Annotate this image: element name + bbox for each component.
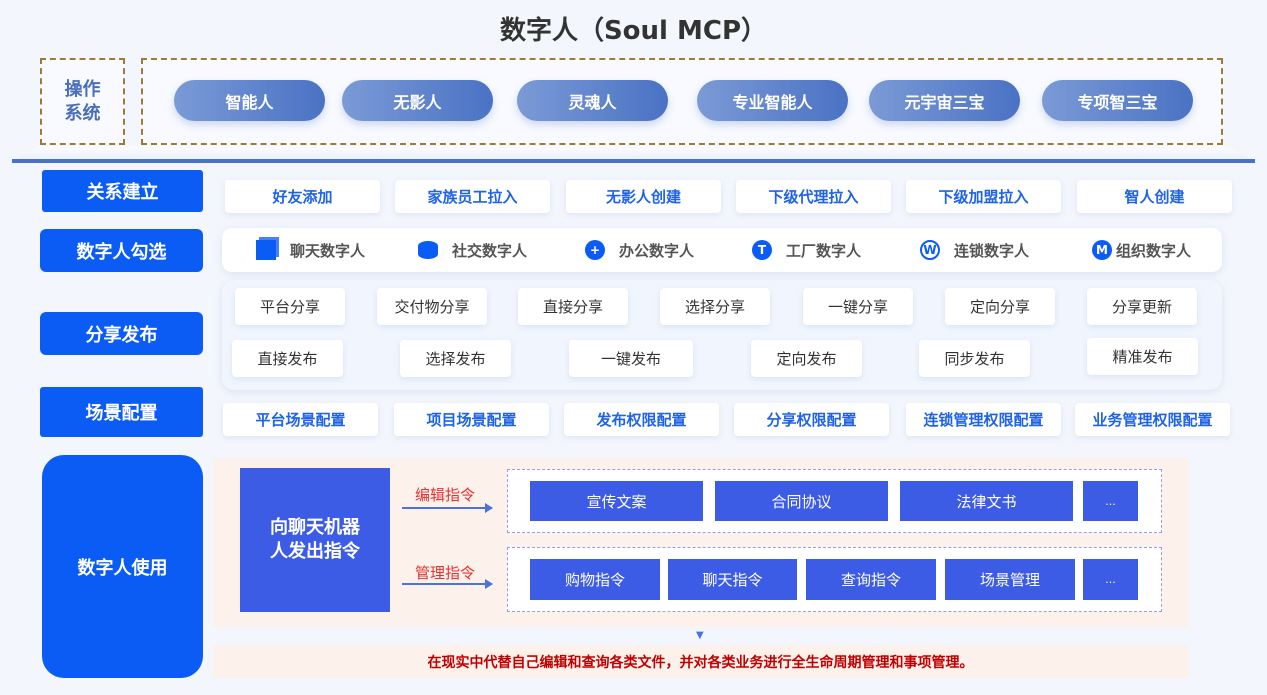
globe-icon: + <box>585 240 605 260</box>
scene-item[interactable]: 项目场景配置 <box>394 403 549 436</box>
manage-command-label: 管理指令 <box>415 564 476 582</box>
publish-item[interactable]: 选择发布 <box>400 340 511 377</box>
os-item[interactable]: 无影人 <box>342 80 493 121</box>
scene-item[interactable]: 分享权限配置 <box>734 403 889 436</box>
manage-command[interactable]: 场景管理 <box>945 559 1075 600</box>
select-item[interactable]: +办公数字人 <box>585 236 694 264</box>
relation-item[interactable]: 下级加盟拉入 <box>906 180 1061 213</box>
publish-item[interactable]: 精准发布 <box>1087 338 1198 375</box>
share-label: 分享发布 <box>40 312 203 355</box>
manage-command[interactable]: 聊天指令 <box>668 559 797 600</box>
cylinder-icon <box>418 241 438 259</box>
select-container <box>222 228 1222 272</box>
arrow-down-icon: ▼ <box>696 630 704 641</box>
edit-command-more[interactable]: ... <box>1083 481 1138 521</box>
platform-base <box>12 146 1255 162</box>
share-item[interactable]: 选择分享 <box>660 288 770 325</box>
manage-command[interactable]: 购物指令 <box>530 559 660 600</box>
arrow-right-icon <box>402 579 493 589</box>
cube-icon <box>256 240 276 260</box>
platform-line <box>12 159 1255 163</box>
os-item[interactable]: 专项智三宝 <box>1042 80 1193 121</box>
arrow-right-icon <box>402 503 493 513</box>
share-item[interactable]: 定向分享 <box>945 288 1055 325</box>
relation-item[interactable]: 下级代理拉入 <box>736 180 891 213</box>
select-item[interactable]: 社交数字人 <box>418 236 527 264</box>
edit-command[interactable]: 法律文书 <box>900 481 1073 521</box>
os-item[interactable]: 智能人 <box>174 80 325 121</box>
scene-label: 场景配置 <box>40 387 203 437</box>
share-item[interactable]: 直接分享 <box>518 288 628 325</box>
manage-command[interactable]: 查询指令 <box>806 559 936 600</box>
scene-item[interactable]: 发布权限配置 <box>564 403 719 436</box>
scene-item[interactable]: 平台场景配置 <box>223 403 378 436</box>
share-item[interactable]: 分享更新 <box>1087 288 1197 325</box>
edit-command[interactable]: 宣传文案 <box>530 481 703 521</box>
publish-item[interactable]: 直接发布 <box>232 340 343 377</box>
relation-label: 关系建立 <box>42 170 203 212</box>
w-circle-icon: W <box>920 240 940 260</box>
edit-command-label: 编辑指令 <box>415 486 476 504</box>
scene-item[interactable]: 业务管理权限配置 <box>1075 403 1230 436</box>
os-item[interactable]: 灵魂人 <box>517 80 668 121</box>
publish-item[interactable]: 一键发布 <box>569 340 693 377</box>
m-circle-icon: M <box>1092 240 1112 260</box>
share-item[interactable]: 平台分享 <box>235 288 345 325</box>
os-label: 操作 系统 <box>40 58 125 145</box>
os-item[interactable]: 专业智能人 <box>697 80 848 121</box>
relation-item[interactable]: 智人创建 <box>1077 180 1232 213</box>
command-source: 向聊天机器人发出指令 <box>240 468 390 612</box>
select-label: 数字人勾选 <box>40 229 203 272</box>
relation-item[interactable]: 好友添加 <box>225 180 380 213</box>
scene-item[interactable]: 连锁管理权限配置 <box>906 403 1061 436</box>
usage-result: 在现实中代替自己编辑和查询各类文件，并对各类业务进行全生命周期管理和事项管理。 <box>213 645 1188 678</box>
edit-command[interactable]: 合同协议 <box>715 481 888 521</box>
relation-item[interactable]: 无影人创建 <box>566 180 721 213</box>
os-item[interactable]: 元宇宙三宝 <box>869 80 1020 121</box>
t-circle-icon: T <box>752 240 772 260</box>
relation-item[interactable]: 家族员工拉入 <box>395 180 550 213</box>
share-item[interactable]: 交付物分享 <box>377 288 487 325</box>
publish-item[interactable]: 同步发布 <box>919 340 1030 377</box>
publish-item[interactable]: 定向发布 <box>751 340 862 377</box>
usage-label: 数字人使用 <box>42 455 203 678</box>
page-title: 数字人（Soul MCP） <box>499 16 768 46</box>
select-item[interactable]: 聊天数字人 <box>256 236 365 264</box>
manage-command-more[interactable]: ... <box>1083 559 1138 600</box>
share-item[interactable]: 一键分享 <box>803 288 913 325</box>
